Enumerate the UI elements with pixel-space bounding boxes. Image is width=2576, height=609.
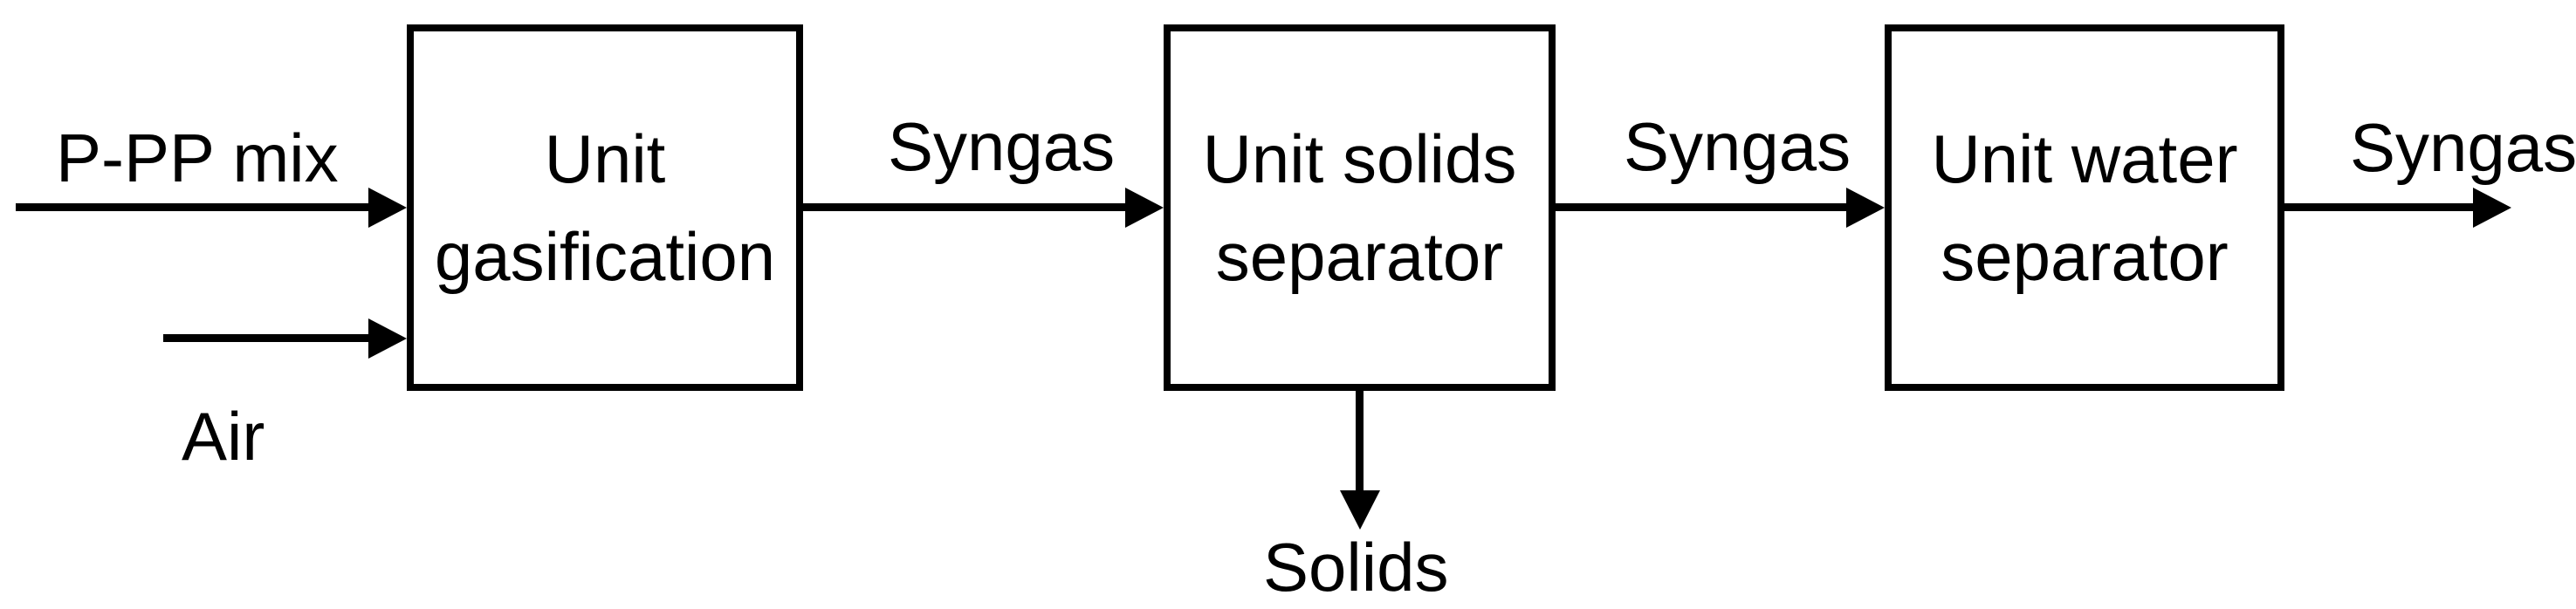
syngas-2-stream-label: Syngas [1624, 108, 1851, 185]
p-pp-mix-arrow-line [16, 203, 369, 211]
solids-arrowhead [1340, 490, 1380, 530]
unit-label: gasification [434, 218, 776, 295]
syngas-2-arrowhead [1846, 188, 1885, 228]
syngas-out-arrow-line [2284, 203, 2474, 211]
solids-arrow-line [1356, 391, 1364, 490]
unit-box-gasification: Unit gasification [407, 24, 803, 391]
air-arrowhead [368, 318, 407, 359]
unit-label: separator [1215, 218, 1504, 295]
air-stream-label: Air [182, 398, 265, 475]
unit-label: separator [1941, 218, 2229, 295]
syngas-1-arrow-line [803, 203, 1126, 211]
air-arrow-line [163, 334, 369, 342]
syngas-1-arrowhead [1125, 188, 1164, 228]
unit-label: Unit solids [1202, 120, 1517, 197]
p-pp-mix-stream-label: P-PP mix [56, 120, 339, 196]
syngas-1-stream-label: Syngas [888, 108, 1116, 185]
syngas-out-stream-label: Syngas [2350, 109, 2576, 186]
syngas-2-arrow-line [1556, 203, 1847, 211]
syngas-out-arrowhead [2473, 188, 2511, 228]
unit-label: Unit [544, 120, 666, 197]
unit-label: Unit water [1931, 120, 2238, 197]
p-pp-mix-arrowhead [368, 188, 407, 228]
unit-box-solids-separator: Unit solids separator [1164, 24, 1556, 391]
unit-box-water-separator: Unit water separator [1885, 24, 2284, 391]
solids-stream-label: Solids [1263, 529, 1449, 606]
